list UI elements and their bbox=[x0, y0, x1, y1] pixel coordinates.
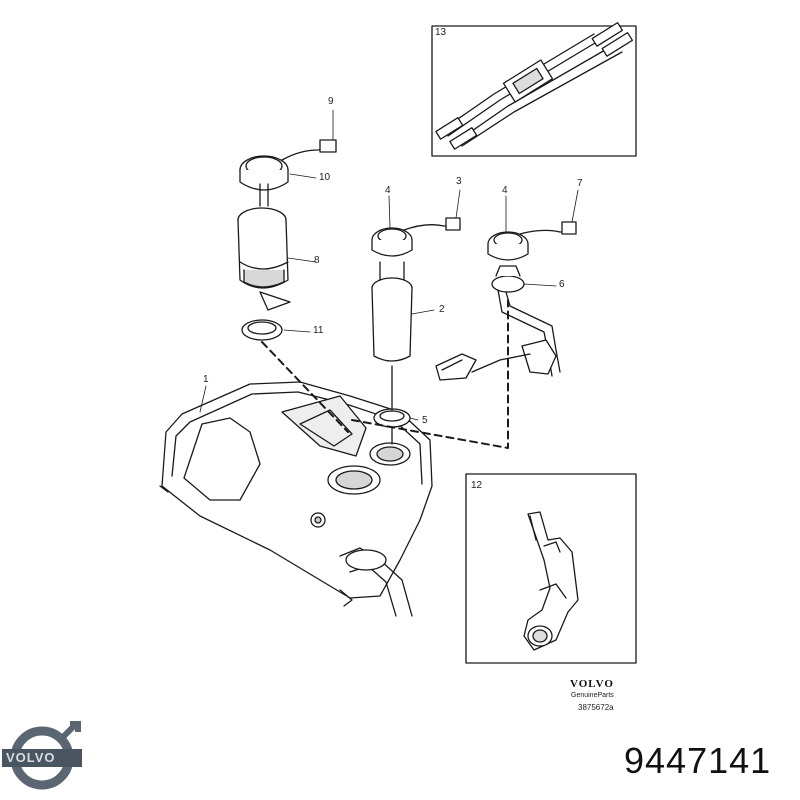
logo-bar bbox=[2, 749, 82, 767]
fuel-tank-drawing bbox=[159, 381, 433, 617]
callout-10: 10 bbox=[319, 172, 331, 183]
volvo-logo bbox=[2, 721, 82, 790]
callout-11: 11 bbox=[313, 325, 324, 336]
callout-9: 9 bbox=[328, 96, 334, 107]
fuel-pump-drawing bbox=[237, 139, 337, 341]
logo-word: VOLVO bbox=[6, 750, 56, 765]
sender-unit-drawing bbox=[371, 217, 461, 428]
assembly-line-level bbox=[351, 299, 509, 449]
part-number: 9447141 bbox=[624, 740, 772, 781]
callout-5: 5 bbox=[422, 415, 428, 426]
callout-8: 8 bbox=[314, 255, 320, 266]
callout-2: 2 bbox=[439, 304, 445, 315]
brand-name: VOLVO bbox=[570, 678, 614, 690]
callout-4-a: 4 bbox=[385, 185, 391, 196]
drawing-code: 3875672a bbox=[578, 703, 614, 712]
bracket-drawing bbox=[523, 511, 579, 651]
inset-label-12: 12 bbox=[471, 480, 483, 491]
genuine-parts-label: GenuineParts bbox=[571, 692, 614, 699]
level-sensor-drawing bbox=[435, 221, 577, 381]
callout-7: 7 bbox=[577, 178, 583, 189]
callout-1: 1 bbox=[203, 374, 209, 385]
callout-4-b: 4 bbox=[502, 185, 508, 196]
wiring-harness-drawing bbox=[435, 22, 634, 150]
inset-label-13: 13 bbox=[435, 27, 447, 38]
assembly-line-pump bbox=[261, 341, 349, 433]
callout-6: 6 bbox=[559, 279, 565, 290]
callout-3: 3 bbox=[456, 176, 462, 187]
